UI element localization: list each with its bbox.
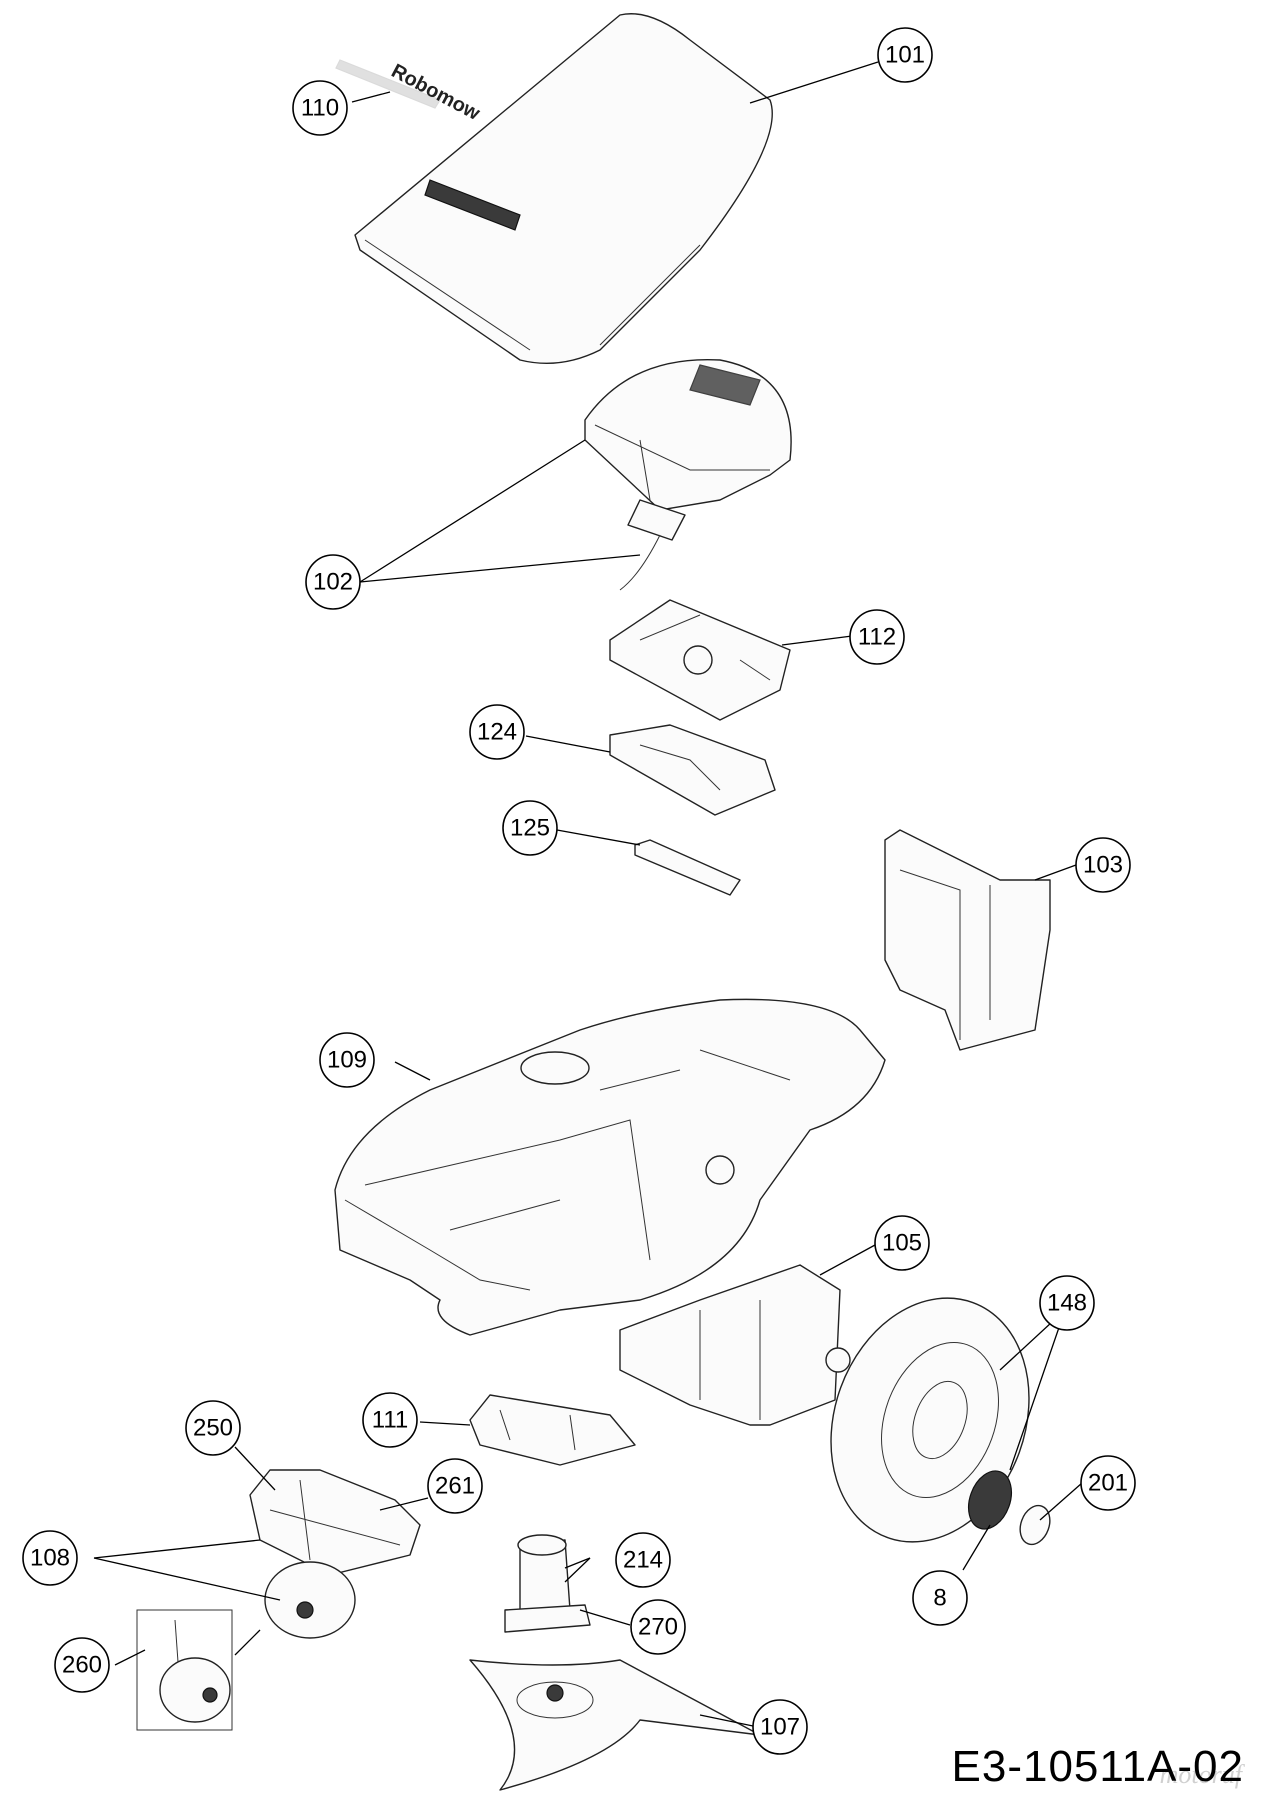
callout-102-label: 102 — [313, 569, 353, 596]
callout-201: 201 — [1080, 1455, 1136, 1511]
part-mount-bracket — [469, 1394, 636, 1466]
leader-lines — [93, 61, 1083, 1727]
callout-109-label: 109 — [327, 1047, 367, 1074]
part-drive-motor — [619, 1264, 851, 1426]
callout-112: 112 — [849, 609, 905, 665]
callout-201-label: 201 — [1088, 1470, 1128, 1497]
part-control-housing — [584, 358, 792, 591]
callout-101: 101 — [877, 27, 933, 83]
callout-261: 261 — [427, 1458, 483, 1514]
part-top-cover: Robomow — [335, 13, 773, 364]
part-blade-motor — [504, 1534, 591, 1633]
callout-124: 124 — [469, 704, 525, 760]
callout-148-label: 148 — [1047, 1290, 1087, 1317]
part-front-wheel — [264, 1561, 356, 1639]
callout-101-label: 101 — [885, 42, 925, 69]
watermark-text: motoruf — [1159, 1760, 1242, 1789]
callout-111-label: 111 — [372, 1407, 408, 1434]
callout-250: 250 — [185, 1400, 241, 1456]
callout-125: 125 — [502, 800, 558, 856]
callout-107: 107 — [752, 1699, 808, 1755]
callout-111: 111 — [362, 1392, 418, 1448]
callout-124-label: 124 — [477, 719, 517, 746]
part-clip — [634, 839, 741, 896]
drawing-code: E3-10511A-02 — [951, 1742, 1244, 1791]
callout-105-label: 105 — [882, 1230, 922, 1257]
callout-108: 108 — [22, 1530, 78, 1586]
callout-102: 102 — [305, 554, 361, 610]
callout-8: 8 — [912, 1570, 968, 1626]
callout-8-label: 8 — [933, 1585, 946, 1612]
part-circuit-board — [609, 599, 791, 721]
part-board-bracket — [609, 724, 776, 816]
callout-260-label: 260 — [62, 1652, 102, 1679]
part-cutting-blade — [469, 1659, 761, 1791]
callout-125-label: 125 — [510, 815, 550, 842]
callout-110-label: 110 — [301, 95, 339, 122]
callout-148: 148 — [1039, 1275, 1095, 1331]
callout-112-label: 112 — [858, 624, 896, 651]
callout-103-label: 103 — [1083, 852, 1123, 879]
callout-110: 110 — [292, 80, 348, 136]
callout-107-label: 107 — [760, 1714, 800, 1741]
callout-260: 260 — [54, 1637, 110, 1693]
callout-261-label: 261 — [435, 1473, 475, 1500]
callout-109: 109 — [319, 1032, 375, 1088]
part-wheel-hub — [967, 1470, 1051, 1546]
part-front-housing — [249, 1469, 421, 1576]
callout-103: 103 — [1075, 837, 1131, 893]
callout-214-label: 214 — [623, 1547, 663, 1574]
callout-270-label: 270 — [638, 1614, 678, 1641]
callout-105: 105 — [874, 1215, 930, 1271]
part-chassis — [334, 998, 886, 1336]
part-caster — [136, 1609, 233, 1731]
callout-270: 270 — [630, 1599, 686, 1655]
callout-214: 214 — [615, 1532, 671, 1588]
callout-250-label: 250 — [193, 1415, 233, 1442]
part-battery-box — [884, 829, 1051, 1051]
callout-108-label: 108 — [30, 1545, 70, 1572]
